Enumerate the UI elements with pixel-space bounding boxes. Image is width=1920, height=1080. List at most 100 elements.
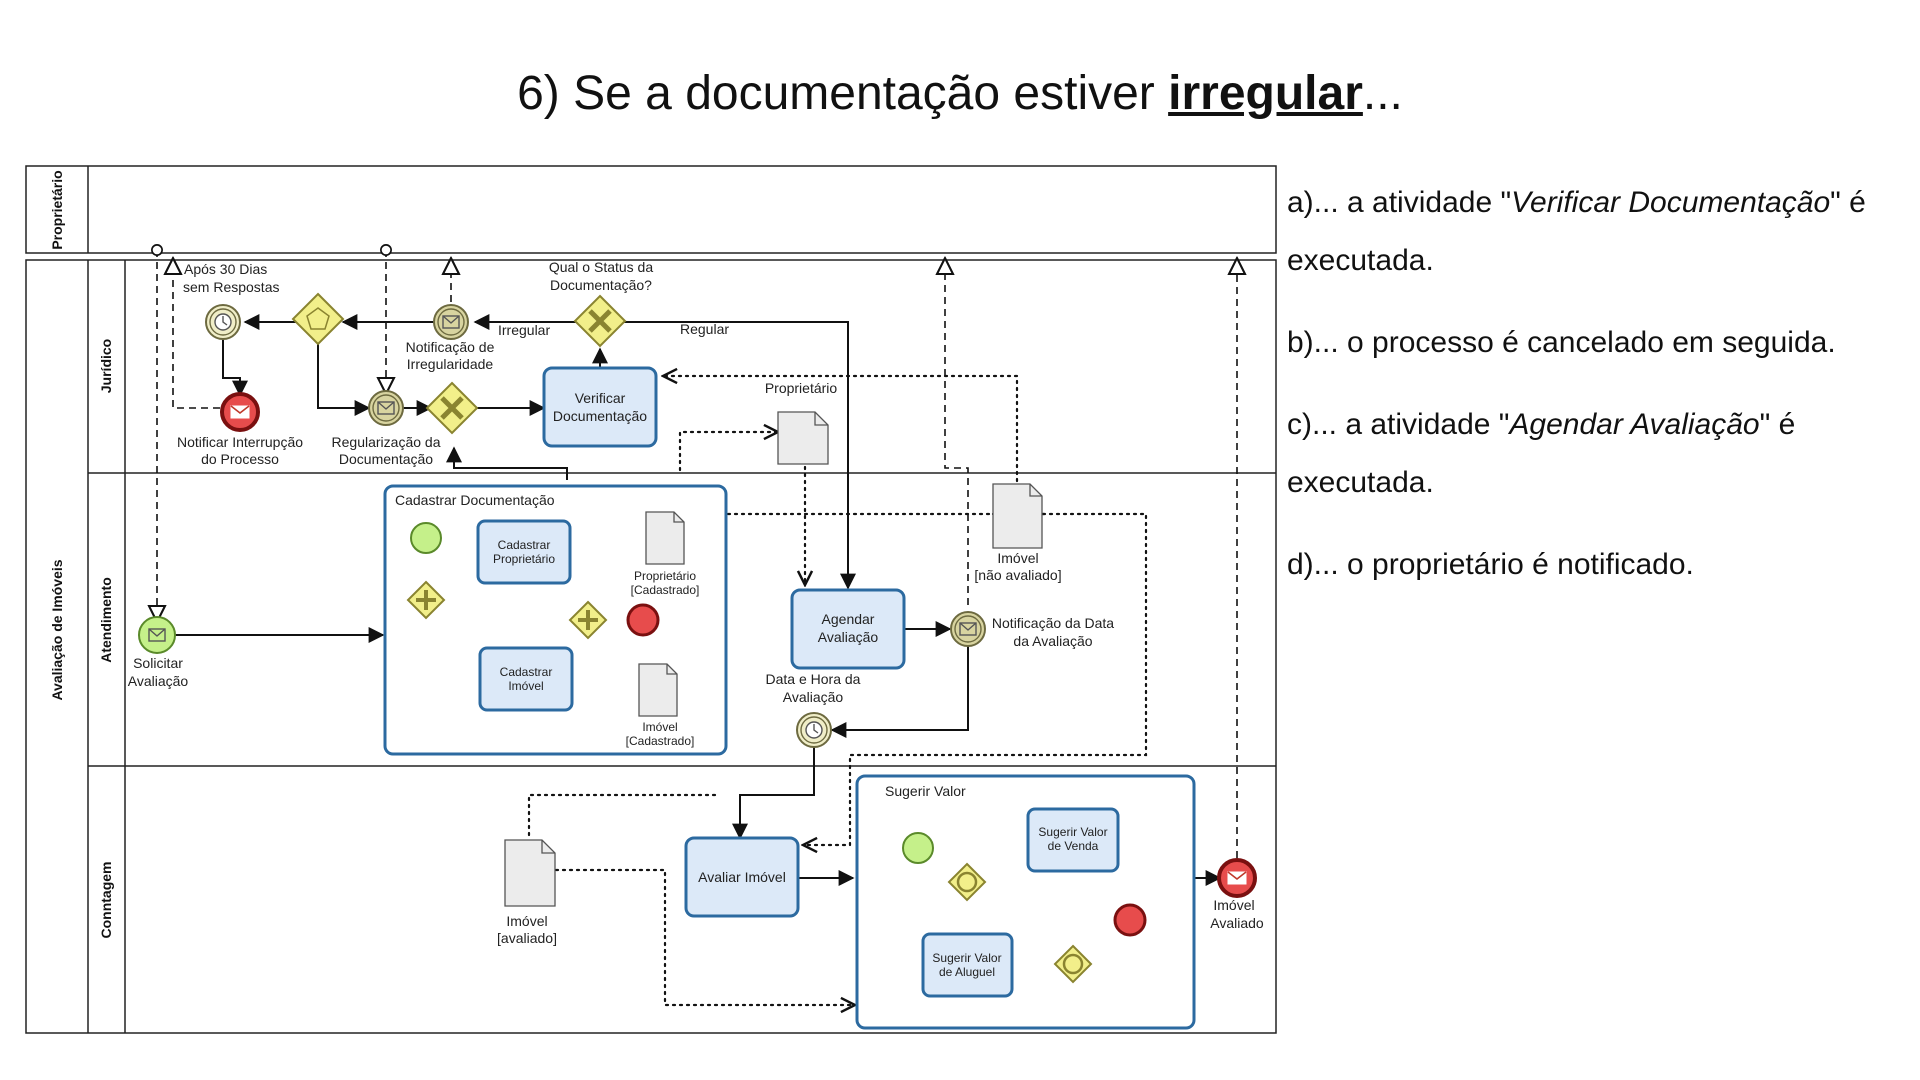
notif-interr-label-1: Notificar Interrupção	[177, 434, 303, 450]
imovel-avaliado-label-2: Avaliado	[1210, 915, 1264, 931]
task-verificar-documentacao[interactable]: Verificar Documentação	[542, 366, 658, 448]
avaliar-label: Avaliar Imóvel	[698, 869, 786, 885]
cad-prop-label-2: Proprietário	[493, 552, 555, 566]
option-a[interactable]: a)... a atividade "Verificar Documentaçã…	[1287, 186, 1866, 220]
option-d[interactable]: d)... o proprietário é notificado.	[1287, 548, 1694, 581]
option-c-post: " é	[1759, 408, 1796, 441]
status-q-label-1: Qual o Status da	[549, 259, 654, 275]
event-data-hora-avaliacao: Data e Hora da Avaliação	[766, 671, 861, 748]
start-event-sugerir	[902, 832, 934, 864]
sug-venda-label-1: Sugerir Valor	[1038, 825, 1107, 839]
circle-icon	[956, 871, 978, 893]
imovel-av-label-1: Imóvel	[506, 913, 547, 929]
prop-cad-label-2: [Cadastrado]	[631, 583, 700, 597]
gateway-status: Qual o Status da Documentação? Irregular…	[498, 259, 729, 348]
task-cadastrar-proprietario[interactable]: Cadastrar Proprietário	[476, 519, 572, 585]
title-suffix: ...	[1362, 67, 1403, 120]
option-a-pre: a)... a atividade "	[1287, 186, 1512, 219]
sug-aluguel-label-1: Sugerir Valor	[932, 951, 1001, 965]
imovel-nao-label-1: Imóvel	[997, 550, 1038, 566]
task-sugerir-valor-venda[interactable]: Sugerir Valor de Venda	[1026, 807, 1120, 873]
data-hora-label-1: Data e Hora da	[766, 671, 861, 687]
event-solicitar-avaliacao: Solicitar Avaliação	[128, 616, 189, 689]
option-c[interactable]: c)... a atividade "Agendar Avaliação" é	[1287, 408, 1795, 442]
plus-icon	[578, 610, 598, 630]
envelope-filled-icon	[230, 405, 250, 419]
subprocess-sugerir-valor[interactable]: Sugerir Valor	[855, 774, 1196, 1030]
regularizacao-label-1: Regularização da	[332, 434, 441, 450]
gateway-merge-juridico	[425, 381, 479, 435]
owner-pool-label: Proprietário	[49, 170, 65, 249]
option-b[interactable]: b)... o processo é cancelado em seguida.	[1287, 326, 1836, 359]
option-c-continued: executada.	[1287, 466, 1434, 499]
lane-contagem-label: Conntagem	[98, 862, 114, 939]
imovel-avaliado-label-1: Imóvel	[1213, 897, 1254, 913]
title-prefix: 6) Se a documentação estiver	[517, 67, 1169, 120]
event-regularizacao: Regularização da Documentação	[332, 390, 441, 467]
timer-icon	[214, 313, 232, 331]
imovel-av-label-2: [avaliado]	[497, 930, 557, 946]
regularizacao-label-2: Documentação	[339, 451, 433, 467]
option-a-post: " é	[1830, 186, 1866, 219]
gateway-inclusive-split	[947, 862, 987, 902]
plus-icon	[416, 590, 436, 610]
circle-icon	[1062, 953, 1084, 975]
after30-label-2: sem Respostas	[183, 279, 279, 295]
after30-label-1: Após 30 Dias	[184, 261, 267, 277]
notif-interr-label-2: do Processo	[201, 451, 279, 467]
timer-icon	[805, 721, 823, 739]
option-c-em: Agendar Avaliação	[1509, 408, 1760, 441]
task-agendar-avaliacao[interactable]: Agendar Avaliação	[790, 588, 906, 670]
sugerir-valor-label: Sugerir Valor	[885, 783, 966, 799]
event-notificacao-data: Notificação da Data da Avaliação	[950, 611, 1114, 649]
start-event-cadastrar	[410, 522, 442, 554]
task-sugerir-valor-aluguel[interactable]: Sugerir Valor de Aluguel	[921, 932, 1014, 998]
solicitar-label-2: Avaliação	[128, 673, 189, 689]
option-a-continued: executada.	[1287, 244, 1434, 277]
gateway-parallel-split	[406, 580, 446, 620]
pentagon-icon	[306, 307, 330, 330]
task-avaliar-imovel[interactable]: Avaliar Imóvel	[684, 836, 800, 918]
sug-aluguel-label-2: de Aluguel	[939, 965, 995, 979]
event-notificacao-irregularidade: Notificação de Irregularidade	[406, 304, 495, 372]
cadastrar-doc-label: Cadastrar Documentação	[395, 492, 555, 508]
regular-label: Regular	[680, 321, 729, 337]
envelope-filled-icon	[1227, 871, 1247, 885]
cad-prop-label-1: Cadastrar	[498, 538, 551, 552]
prop-cad-label-1: Proprietário	[634, 569, 696, 583]
notif-irreg-label-2: Irregularidade	[407, 356, 494, 372]
end-event-cadastrar	[626, 603, 660, 637]
associations	[527, 376, 1148, 1005]
imovel-cad-label-1: Imóvel	[642, 720, 677, 734]
x-icon	[588, 309, 612, 333]
data-imovel-cadastrado: Imóvel [Cadastrado]	[626, 663, 695, 748]
gateway-event-based	[291, 292, 345, 346]
data-imovel-nao-avaliado: Imóvel [não avaliado]	[974, 483, 1062, 583]
main-pool-label: Avaliação de Imóveis	[49, 559, 65, 700]
data-proprietario-cadastrado: Proprietário [Cadastrado]	[631, 511, 700, 597]
agendar-label-1: Agendar	[822, 611, 875, 627]
imovel-cad-label-2: [Cadastrado]	[626, 734, 695, 748]
event-apos-30-dias: Após 30 Dias sem Respostas	[183, 261, 279, 340]
event-notificar-interrupcao: Notificar Interrupção do Processo	[177, 392, 303, 467]
notif-irreg-label-1: Notificação de	[406, 339, 495, 355]
x-icon	[440, 396, 464, 420]
cad-imovel-label-2: Imóvel	[508, 679, 543, 693]
data-hora-label-2: Avaliação	[783, 689, 844, 705]
owner-pool: Proprietário	[25, 165, 1277, 254]
gateway-parallel-join	[568, 600, 608, 640]
event-imovel-avaliado: Imóvel Avaliado	[1210, 858, 1264, 931]
irregular-label: Irregular	[498, 322, 550, 338]
slide-title: 6) Se a documentação estiver irregular..…	[0, 66, 1920, 121]
task-cadastrar-imovel[interactable]: Cadastrar Imóvel	[478, 646, 574, 712]
status-q-label-2: Documentação?	[550, 277, 652, 293]
imovel-nao-label-2: [não avaliado]	[974, 567, 1061, 583]
option-c-pre: c)... a atividade "	[1287, 408, 1510, 441]
cad-imovel-label-1: Cadastrar	[500, 665, 553, 679]
title-emphasis: irregular	[1168, 67, 1363, 120]
gateway-inclusive-join	[1053, 944, 1093, 984]
verificar-label-1: Verificar	[575, 390, 626, 406]
notif-data-label-1: Notificação da Data	[992, 615, 1114, 631]
data-proprietario-label: Proprietário	[765, 380, 838, 396]
